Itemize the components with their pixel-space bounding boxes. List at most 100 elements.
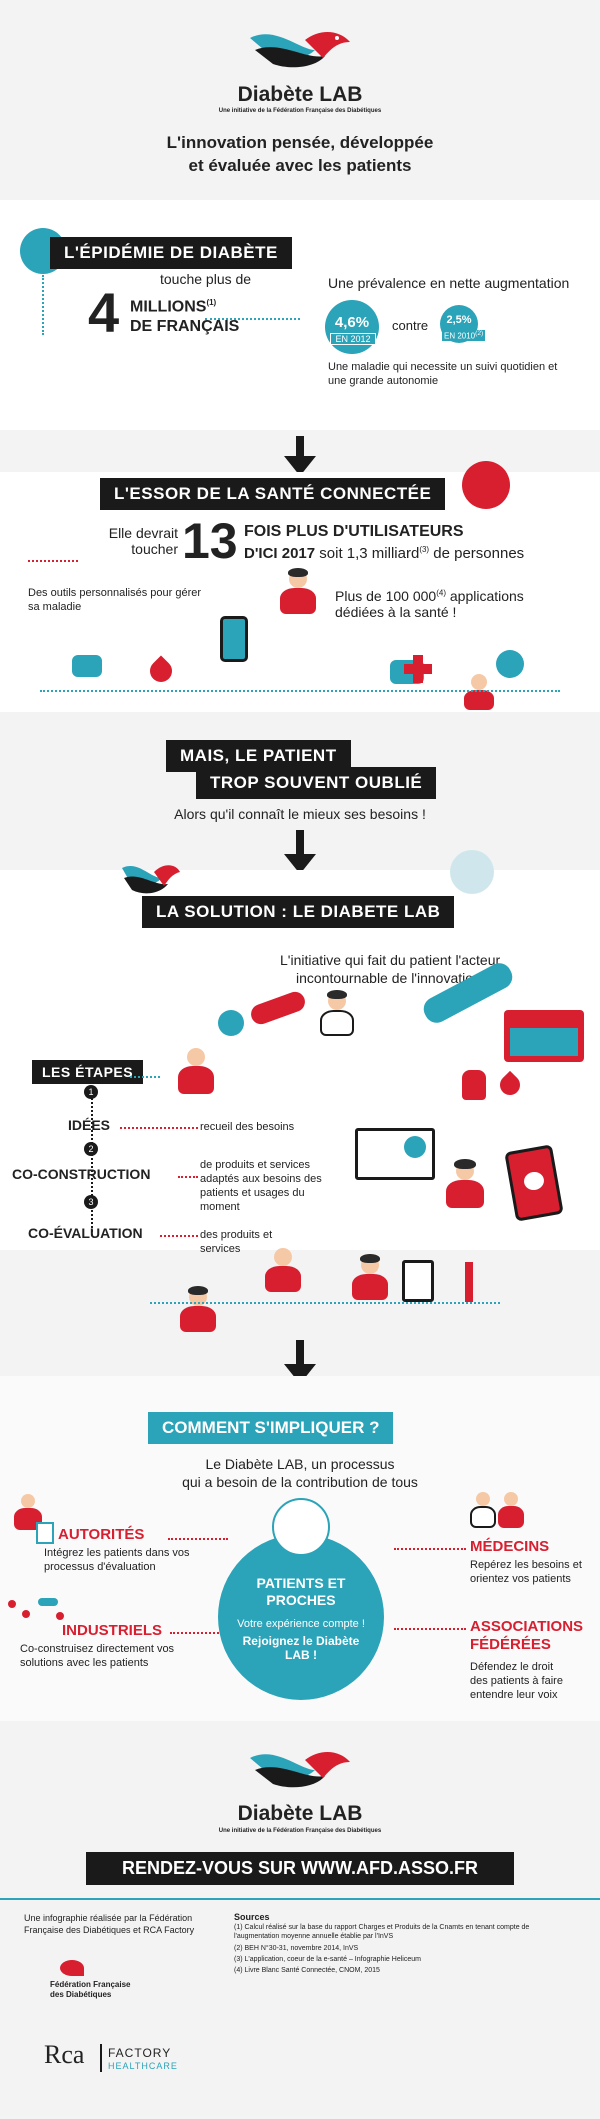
epidemie-dotted-link — [205, 318, 300, 320]
assoc-title: ASSOCIATIONS FÉDÉRÉES — [470, 1618, 584, 1653]
solution-gears-icon — [450, 850, 494, 894]
impliquer-sub-2: qui a besoin de la contribution de tous — [182, 1474, 418, 1490]
footer-logo-name: Diabète LAB — [237, 1802, 363, 1825]
arrow-3 — [284, 1340, 316, 1384]
rca-divider — [100, 2044, 102, 2072]
chat-bubble-icon-1 — [72, 655, 102, 677]
essor-plus-de: Plus de 100 000 — [335, 588, 437, 604]
footer-logo — [245, 1740, 355, 1800]
essor-fois-2-line: D'ICI 2017 soit 1,3 milliard(3) de perso… — [244, 545, 524, 562]
doctor-figure-essor — [280, 568, 316, 614]
mais-line-2: TROP SOUVENT OUBLIÉ — [196, 767, 437, 799]
epidemie-millions: MILLIONS — [130, 298, 207, 316]
solution-sub-2: incontournable de l'innovation — [296, 970, 481, 986]
rca-factory: FACTORY — [108, 2046, 172, 2060]
bird-footer-icon — [250, 1751, 350, 1788]
gear-icon-essor — [496, 650, 524, 678]
solution-sub-1: L'initiative qui fait du patient l'acteu… — [280, 952, 501, 968]
epidemie-contre: contre — [392, 318, 429, 333]
essor-dotted-bottom — [40, 690, 560, 692]
header-tagline-2: et évaluée avec les patients — [188, 156, 412, 175]
essor-red-dotted — [28, 560, 78, 562]
clipboard-icon — [402, 1260, 434, 1302]
bird-logo-icon — [250, 31, 350, 68]
industriels-line — [170, 1632, 230, 1634]
essor-soit: soit 1,3 milliard — [315, 545, 420, 562]
patients-family-icon — [272, 1498, 330, 1556]
epidemie-big-num: 4 — [88, 281, 120, 344]
rca-healthcare: HEALTHCARE — [108, 2061, 178, 2071]
etapes-line — [91, 1086, 93, 1236]
essor-outils: Des outils personnalisés pour gérer sa m… — [28, 587, 202, 613]
essor-title: L'ESSOR DE LA SANTÉ CONNECTÉE — [100, 478, 446, 510]
solution-bird-icon — [120, 858, 180, 902]
autorites-figure — [14, 1494, 42, 1530]
year-2010-sup: (2) — [475, 330, 484, 337]
impliquer-title: COMMENT S'IMPLIQUER ? — [148, 1412, 394, 1444]
footer-source-4: (4) Livre Blanc Santé Connectée, CNOM, 2… — [234, 1967, 380, 1974]
essor-fois-1: FOIS PLUS D'UTILISATEURS — [244, 523, 464, 540]
medecins-title: MÉDECINS — [470, 1538, 550, 1555]
essor-applications: applications dédiées à la santé ! — [335, 588, 524, 620]
doctor-figure-solution — [320, 990, 354, 1036]
kit-box-inner — [510, 1028, 578, 1056]
pct-2010: 2,5% — [446, 314, 472, 326]
step-3-desc: des produits et services — [200, 1229, 273, 1255]
epidemie-francais: DE FRANÇAIS — [130, 318, 240, 335]
step-2-num: 2 — [84, 1142, 98, 1156]
impliquer-sub-1: Le Diabète LAB, un processus — [205, 1456, 395, 1472]
phone-icon — [220, 616, 248, 662]
epidemie-maladie: Une maladie qui necessite un suivi quoti… — [328, 361, 558, 387]
footer-source-3: (3) L'application, coeur de la e-santé –… — [234, 1956, 421, 1963]
footer-source-2: (2) BEH N°30-31, novembre 2014, InVS — [234, 1945, 359, 1952]
etapes-label: LES ÉTAPES — [32, 1060, 144, 1084]
pct-2012: 4,6% — [334, 314, 370, 331]
checklist-icon — [36, 1522, 54, 1544]
ffd-name-2: des Diabétiques — [50, 1990, 112, 1999]
industriels-title: INDUSTRIELS — [62, 1622, 163, 1639]
mais-sub: Alors qu'il connaît le mieux ses besoins… — [174, 806, 426, 822]
epidemie-touche: touche plus de — [160, 271, 252, 287]
epidemie-dotted-line — [42, 275, 44, 335]
footer-source-1: (1) Calcul réalisé sur la base du rappor… — [234, 1924, 530, 1940]
epidemie-prevalence: Une prévalence en nette augmentation — [328, 275, 570, 291]
epidemie-millions-sup: (1) — [206, 298, 217, 307]
header-logo-sub: Une initiative de la Fédération Français… — [218, 108, 382, 114]
ffd-logo-icon — [60, 1960, 84, 1976]
header-logo — [245, 20, 355, 80]
hand-icon — [462, 1070, 486, 1100]
patient-figure-eval-2 — [180, 1286, 216, 1332]
year-2010: EN 2010 — [444, 331, 476, 341]
step-2-line — [178, 1176, 198, 1178]
fork-icon — [465, 1262, 473, 1302]
essor-devrait: Elle devrait toucher — [108, 525, 178, 557]
solution-dotted-bottom — [150, 1302, 500, 1304]
solution-title: LA SOLUTION : LE DIABETE LAB — [142, 896, 455, 928]
patient-figure-eval-3 — [352, 1254, 388, 1300]
step-2-desc: de produits et services adaptés aux beso… — [200, 1159, 322, 1213]
footer-divider — [0, 1898, 600, 1900]
essor-fois-2: D'ICI 2017 — [244, 545, 316, 562]
essor-apps-line: Plus de 100 000(4) applications dédiées … — [335, 588, 565, 620]
step-2-name: CO-CONSTRUCTION — [12, 1166, 151, 1182]
autorites-title: AUTORITÉS — [58, 1526, 145, 1543]
industriels-text: Co-construisez directement vos solutions… — [20, 1643, 175, 1669]
step-1-num: 1 — [84, 1085, 98, 1099]
pills-icon — [8, 1596, 72, 1624]
medecins-figures — [470, 1490, 526, 1530]
ffd-name-1: Fédération Française — [50, 1980, 131, 1989]
rca-logo: Rca — [44, 2040, 85, 2069]
header-tagline-1: L'innovation pensée, développée — [166, 133, 434, 152]
footer-cta-link[interactable]: RENDEZ-VOUS SUR WWW.AFD.ASSO.FR — [86, 1852, 514, 1885]
patients-text-1: Votre expérience compte ! — [237, 1618, 365, 1630]
cross-icon-h — [404, 664, 432, 674]
footer-sources-title: Sources — [234, 1912, 270, 1922]
nurse-figure-solution — [446, 1159, 484, 1208]
patient-figure-eval-1 — [265, 1248, 301, 1292]
autorites-text: Intégrez les patients dans vos processus… — [44, 1547, 190, 1573]
medecins-line — [394, 1548, 466, 1550]
bird-solution-icon — [122, 865, 180, 894]
chart-pie-icon — [404, 1136, 426, 1158]
etapes-dotted-link — [130, 1076, 160, 1078]
patients-title: PATIENTS ET PROCHES — [256, 1575, 346, 1608]
